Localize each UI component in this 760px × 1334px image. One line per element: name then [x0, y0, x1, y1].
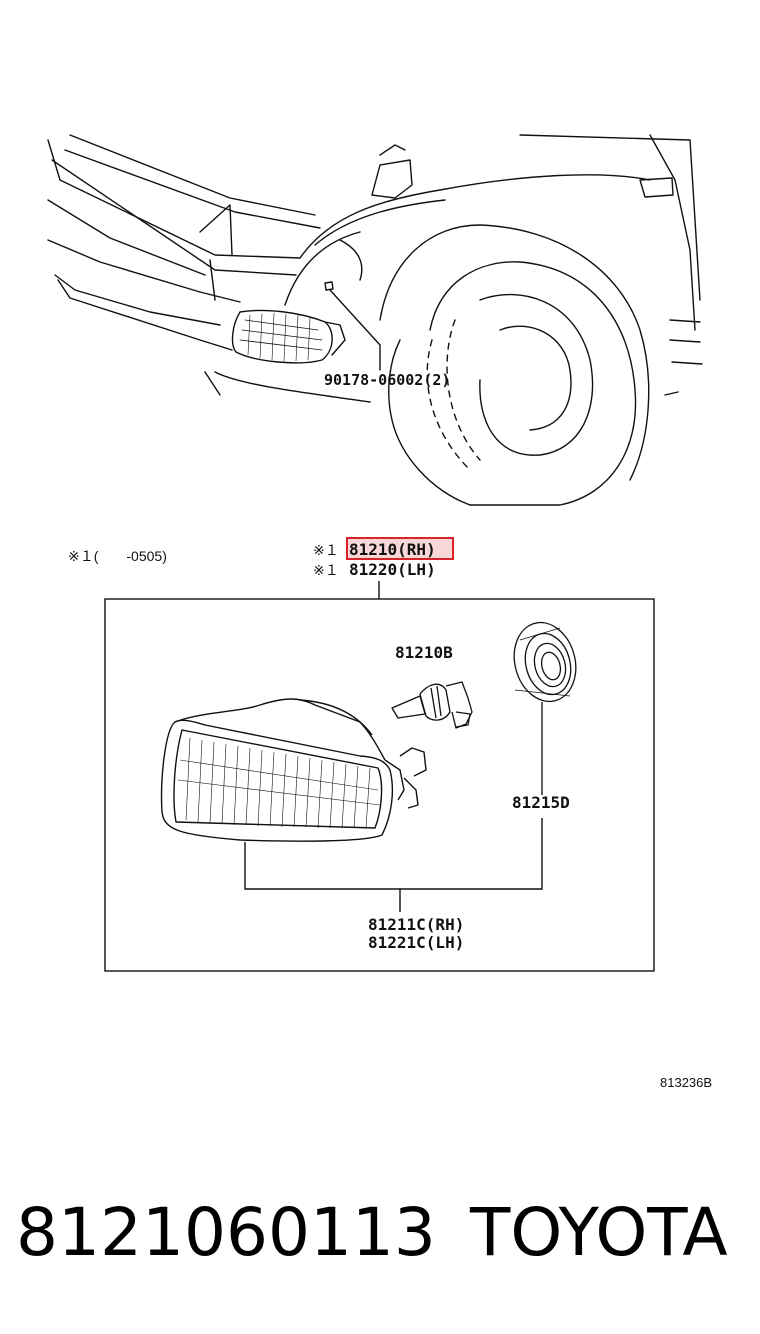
fog-lamp-illustration: [160, 698, 427, 842]
part-81211c-rh[interactable]: 81211C(RH): [368, 915, 464, 934]
part-81221c-lh[interactable]: 81221C(LH): [368, 933, 464, 952]
note-mark-rh: ※１: [313, 542, 339, 558]
bulb-illustration: [391, 681, 473, 729]
assembly-frame: [104, 581, 655, 972]
part-81220-lh[interactable]: 81220(LH): [349, 560, 436, 579]
vehicle-front-illustration: [47, 134, 703, 506]
footer-part-number: 8121060113: [16, 1194, 436, 1271]
part-81210b-bulb[interactable]: 81210B: [395, 643, 453, 662]
part-highlight-box: [346, 537, 454, 560]
part-81210-rh[interactable]: 81210(RH): [349, 540, 436, 559]
footer-brand: TOYOTA: [470, 1194, 728, 1271]
note-mark-lh: ※１: [313, 562, 339, 578]
lens-leader-lines: [244, 818, 543, 912]
socket-illustration: [513, 621, 577, 795]
part-81215d-socket[interactable]: 81215D: [512, 793, 570, 812]
callout-90178-06002: 90178-06002(2): [324, 371, 450, 389]
applicability-note: ※１( -0505): [68, 548, 167, 564]
illustration-code: 813236B: [660, 1075, 712, 1090]
